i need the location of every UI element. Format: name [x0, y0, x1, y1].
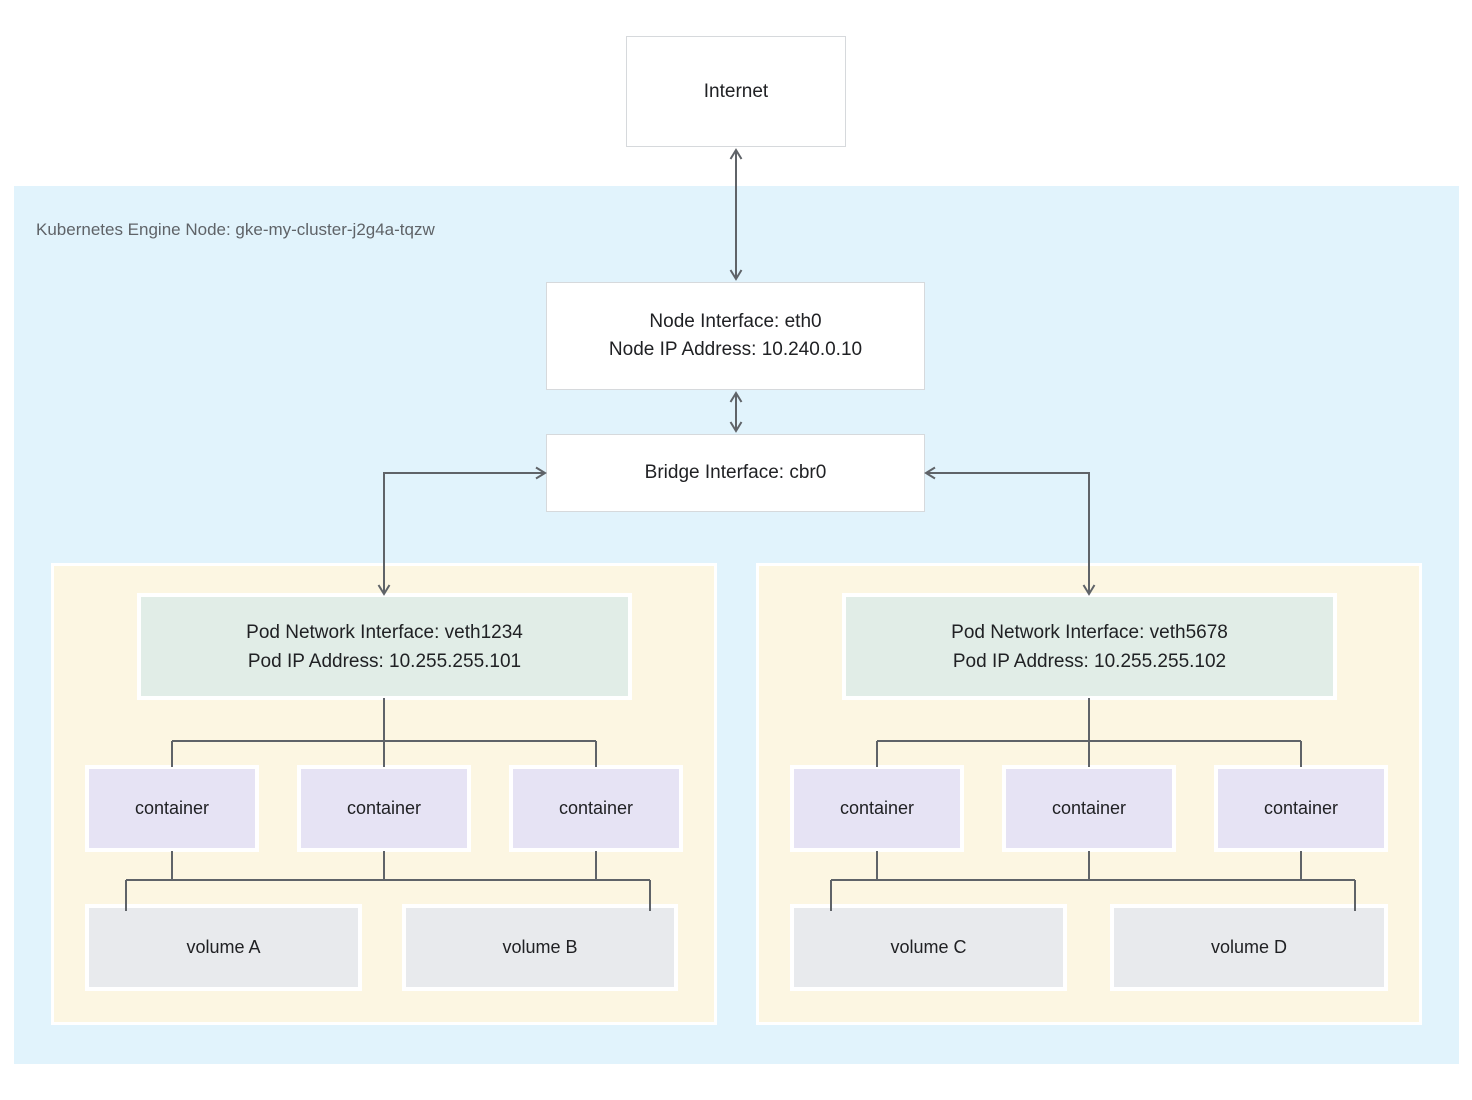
- pod-2-volume-d-label: volume D: [1210, 937, 1288, 957]
- pod-2-container-3-box: container: [1214, 765, 1388, 852]
- pod-1-container-1-label: container: [134, 798, 210, 818]
- pod-2-volume-c-label: volume C: [890, 937, 967, 957]
- pod-1-container-3-label: container: [558, 798, 634, 818]
- pod-2-volume-d-box: volume D: [1110, 904, 1388, 991]
- bridge-interface-label: Bridge Interface: cbr0: [644, 462, 827, 483]
- pod-1-volume-a-box: volume A: [85, 904, 362, 991]
- pod-1-network-interface-line1: Pod Network Interface: veth1234: [246, 621, 523, 643]
- pod-2-container-2-label: container: [1051, 798, 1127, 818]
- pod-2-container-1-box: container: [790, 765, 964, 852]
- pod-2-network-interface-line1: Pod Network Interface: veth5678: [951, 621, 1228, 643]
- internet-label: Internet: [703, 80, 769, 102]
- node-interface-line1: Node Interface: eth0: [649, 311, 822, 332]
- pod-1-container-2-box: container: [297, 765, 471, 852]
- pod-1-ip-line2: Pod IP Address: 10.255.255.101: [247, 650, 522, 672]
- pod-2-ip-line2: Pod IP Address: 10.255.255.102: [952, 650, 1227, 672]
- pod-2-network-interface-box: Pod Network Interface: veth5678 Pod IP A…: [842, 593, 1337, 700]
- pod-2-container-3-label: container: [1263, 798, 1339, 818]
- pod-2-container-2-box: container: [1002, 765, 1176, 852]
- pod-1-network-interface-box: Pod Network Interface: veth1234 Pod IP A…: [137, 593, 632, 700]
- pod-2-volume-c-box: volume C: [790, 904, 1067, 991]
- internet-box: Internet: [626, 36, 846, 147]
- pod-1-volume-a-label: volume A: [186, 937, 261, 957]
- bridge-interface-box: Bridge Interface: cbr0: [546, 434, 925, 512]
- pod-1-container-1-box: container: [85, 765, 259, 852]
- pod-1-volume-b-box: volume B: [402, 904, 678, 991]
- node-interface-box: Node Interface: eth0 Node IP Address: 10…: [546, 282, 925, 390]
- pod-2-container-1-label: container: [839, 798, 915, 818]
- pod-1-container-3-box: container: [509, 765, 683, 852]
- pod-1-container-2-label: container: [346, 798, 422, 818]
- node-ip-line2: Node IP Address: 10.240.0.10: [608, 339, 863, 360]
- pod-1-volume-b-label: volume B: [502, 937, 578, 957]
- kubernetes-node-panel-label: Kubernetes Engine Node: gke-my-cluster-j…: [36, 220, 435, 239]
